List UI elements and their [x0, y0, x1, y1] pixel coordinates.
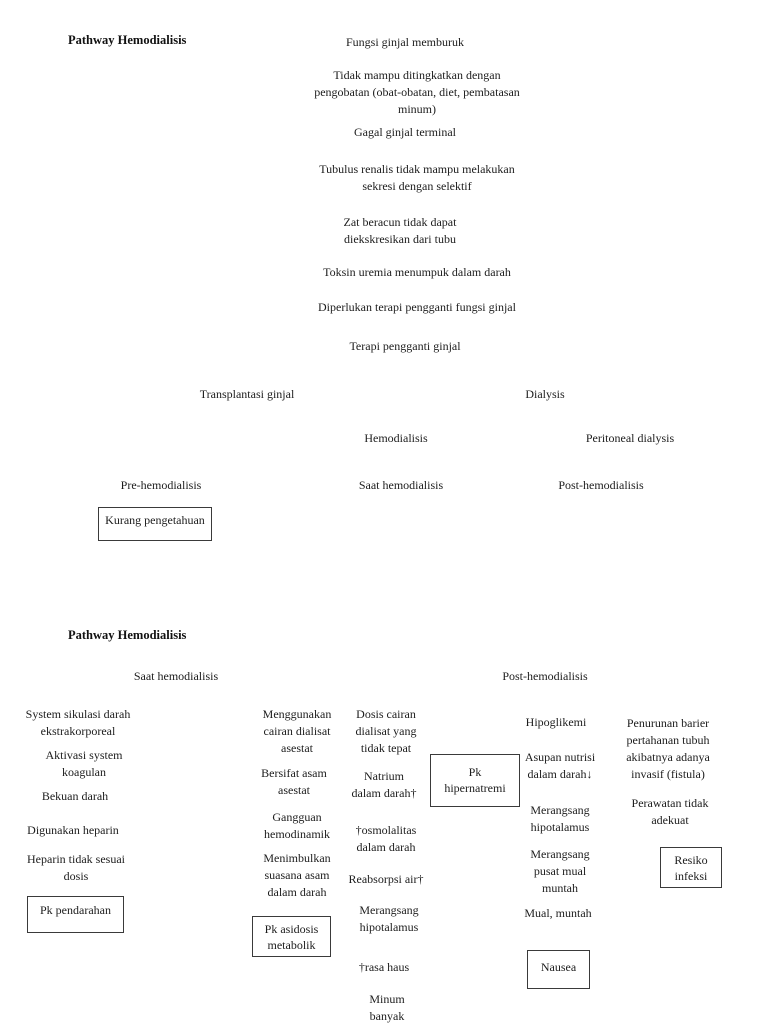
phase-post-hemodialisis: Post-hemodialisis: [558, 478, 644, 492]
branch-transplantasi-ginjal: Transplantasi ginjal: [199, 387, 295, 401]
flow-node-asupan-nutrisi: Asupan nutrisi dalam darah↓: [524, 750, 596, 781]
flow-node-rasa-haus: †rasa haus: [358, 960, 410, 974]
flow-node-hipoglikemi: Hipoglikemi: [525, 715, 587, 729]
diagnosis-box-pk-hipernatremi: Pk hipernatremi: [430, 754, 520, 807]
branch-peritoneal-dialysis: Peritoneal dialysis: [585, 431, 675, 445]
flow-node-minum-banyak: Minum banyak: [369, 992, 405, 1023]
diagnosis-box-resiko-infeksi: Resiko infeksi: [660, 847, 722, 888]
flow-node-digunakan-heparin: Digunakan heparin: [27, 823, 119, 837]
flow-node-aktivasi-koagulan: Aktivasi system koagulan: [45, 748, 123, 779]
flow-node-terapi-pengganti: Terapi pengganti ginjal: [349, 339, 461, 353]
diagnosis-box-pk-asidosis-metabolik: Pk asidosis metabolik: [252, 916, 331, 957]
flow-node-penurunan-barier: Penurunan barier pertahanan tubuh akibat…: [626, 716, 710, 781]
flow-node-merangsang-pusat-mual: Merangsang pusat mual muntah: [530, 847, 590, 895]
page1-title: Pathway Hemodialisis: [68, 33, 187, 47]
flow-node-diperlukan-terapi: Diperlukan terapi pengganti fungsi ginja…: [318, 300, 516, 314]
flow-node-fungsi-ginjal-memburuk: Fungsi ginjal memburuk: [346, 35, 464, 49]
flow-node-bersifat-asam: Bersifat asam asestat: [261, 766, 327, 797]
diagnosis-box-pk-pendarahan: Pk pendarahan: [27, 896, 124, 933]
flow-node-menimbulkan-asam: Menimbulkan suasana asam dalam darah: [263, 851, 331, 899]
flow-node-reabsorpsi-air: Reabsorpsi air†: [348, 872, 424, 886]
flow-node-zat-beracun: Zat beracun tidak dapat diekskresikan da…: [343, 215, 457, 246]
flow-node-gagal-ginjal-terminal: Gagal ginjal terminal: [354, 125, 456, 139]
diagnosis-box-nausea: Nausea: [527, 950, 590, 989]
flow-node-dosis-cairan: Dosis cairan dialisat yang tidak tepat: [355, 707, 417, 755]
phase-saat-hemodialisis: Saat hemodialisis: [358, 478, 444, 492]
flow-node-tidak-mampu-ditingkatkan: Tidak mampu ditingkatkan dengan pengobat…: [314, 68, 520, 116]
flow-node-merangsang-hipotalamus-2: Merangsang hipotalamus: [530, 803, 590, 834]
page2-header-saat-hemodialisis: Saat hemodialisis: [133, 669, 219, 683]
diagnosis-box-kurang-pengetahuan: Kurang pengetahuan: [98, 507, 212, 541]
flow-node-tubulus-renalis: Tubulus renalis tidak mampu melakukan se…: [319, 162, 515, 193]
flow-node-osmolalitas: †osmolalitas dalam darah: [355, 823, 417, 854]
flow-node-natrium-darah: Natrium dalam darah†: [351, 769, 417, 800]
flow-node-bekuan-darah: Bekuan darah: [41, 789, 109, 803]
page2-title: Pathway Hemodialisis: [68, 628, 187, 642]
phase-pre-hemodialisis: Pre-hemodialisis: [120, 478, 202, 492]
flow-node-heparin-tidak-sesuai: Heparin tidak sesuai dosis: [27, 852, 125, 883]
flow-node-menggunakan-dialisat: Menggunakan cairan dialisat asestat: [262, 707, 332, 755]
flow-node-mual-muntah: Mual, muntah: [524, 906, 592, 920]
flow-node-toksin-uremia: Toksin uremia menumpuk dalam darah: [323, 265, 511, 279]
branch-hemodialisis: Hemodialisis: [364, 431, 428, 445]
branch-dialysis: Dialysis: [525, 387, 565, 401]
flow-node-perawatan-tidak-adekuat: Perawatan tidak adekuat: [631, 796, 709, 827]
flow-node-merangsang-hipotalamus-1: Merangsang hipotalamus: [359, 903, 419, 934]
flow-node-sirkulasi-ekstrakorporeal: System sikulasi darah ekstrakorporeal: [25, 707, 131, 738]
flow-node-gangguan-hemodinamik: Gangguan hemodinamik: [264, 810, 330, 841]
page2-header-post-hemodialisis: Post-hemodialisis: [502, 669, 588, 683]
